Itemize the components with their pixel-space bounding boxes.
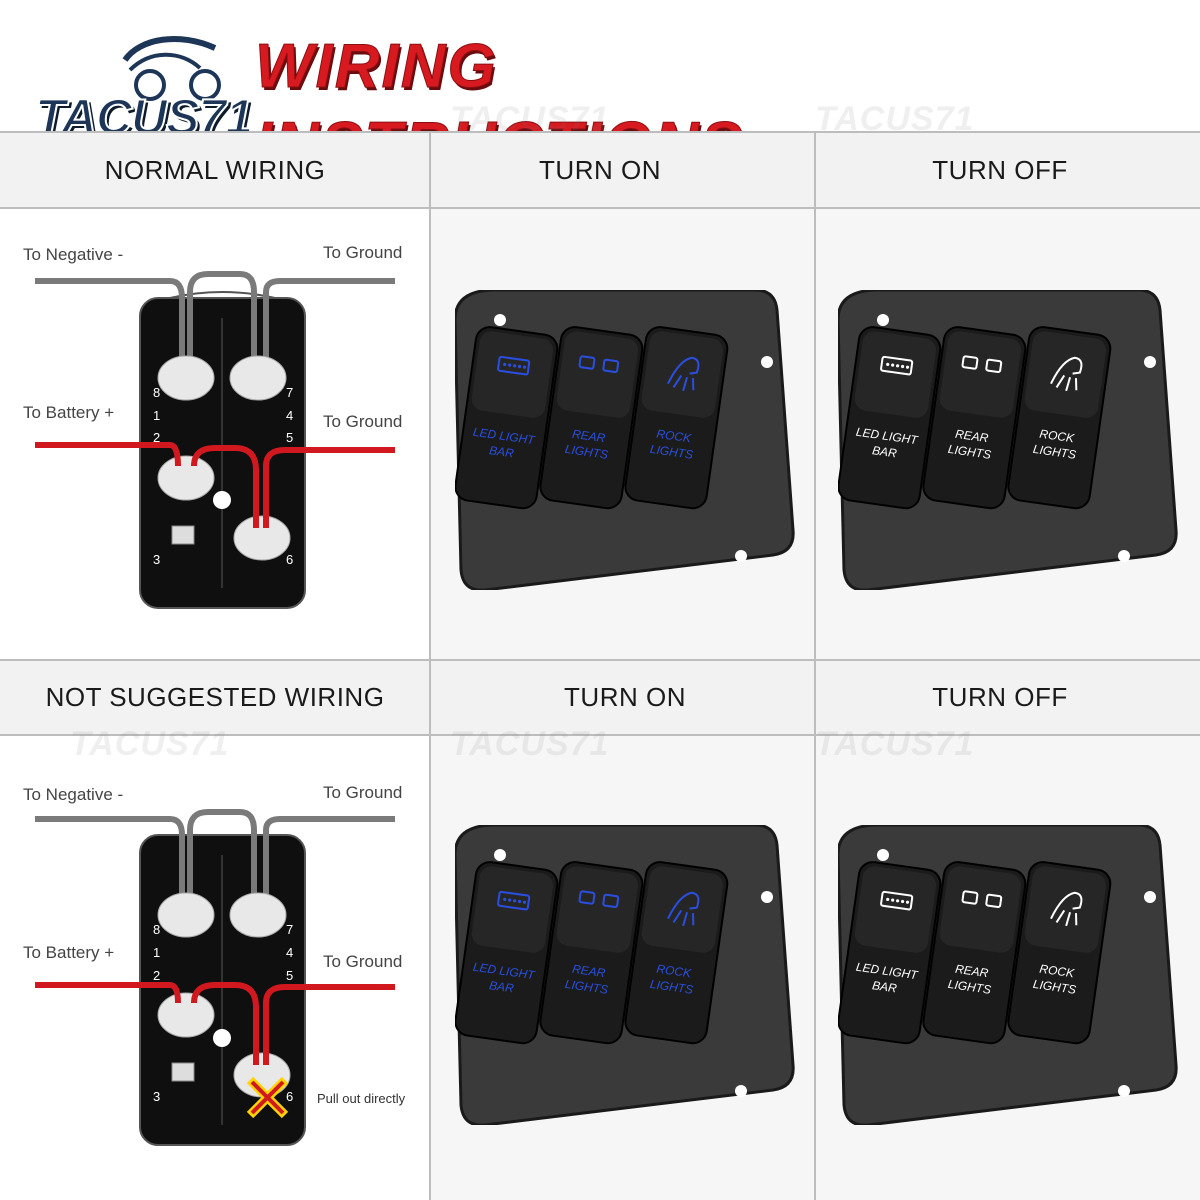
label-to-ground: To Ground: [323, 412, 403, 431]
header-turn-off: TURN OFF: [932, 154, 1068, 185]
watermark: TACUS71: [815, 725, 975, 763]
rocker-switch-panel-image: LED LIGHT BAR REAR LIGHTS ROCK LIGHTS: [836, 288, 1178, 592]
header-turn-on: TURN ON: [539, 154, 661, 185]
svg-text:BAR: BAR: [871, 978, 898, 995]
watermark: TACUS71: [815, 100, 975, 138]
svg-text:ROCK: ROCK: [656, 962, 693, 981]
label-to-negative: To Negative -: [23, 785, 124, 804]
svg-text:ROCK: ROCK: [1039, 427, 1076, 446]
label-to-ground: To Ground: [323, 952, 403, 971]
svg-text:LIGHTS: LIGHTS: [649, 442, 694, 462]
pin-8: 8: [153, 385, 160, 400]
pin-7: 7: [286, 922, 293, 937]
label-to-battery: To Battery +: [23, 403, 115, 422]
pin-2: 2: [153, 430, 160, 445]
svg-text:BAR: BAR: [488, 978, 515, 995]
svg-text:LIGHTS: LIGHTS: [947, 442, 992, 462]
svg-text:LIGHTS: LIGHTS: [564, 442, 609, 462]
label-to-battery: To Battery +: [23, 943, 115, 962]
svg-text:LIGHTS: LIGHTS: [947, 977, 992, 997]
svg-text:BAR: BAR: [488, 443, 515, 460]
pin-3: 3: [153, 552, 160, 567]
header-turn-off: TURN OFF: [932, 682, 1068, 712]
switch-wiring-diagram: 8 7 1 4 2 5 3 6: [35, 271, 395, 609]
svg-text:LIGHTS: LIGHTS: [1032, 442, 1077, 462]
watermark: TACUS71: [70, 725, 230, 763]
rocker-switch-panel-image: LED LIGHT BAR REAR LIGHTS ROCK LIGHTS: [836, 823, 1178, 1127]
svg-text:BAR: BAR: [871, 443, 898, 460]
label-to-ground: To Ground: [323, 243, 403, 262]
pin-8: 8: [153, 922, 160, 937]
svg-text:LIGHTS: LIGHTS: [1032, 977, 1077, 997]
svg-text:REAR: REAR: [571, 427, 606, 446]
watermark: TACUS71: [450, 100, 610, 138]
svg-text:LIGHTS: LIGHTS: [649, 977, 694, 997]
svg-text:ROCK: ROCK: [656, 427, 693, 446]
header-normal-wiring: NORMAL WIRING: [104, 154, 326, 185]
pin-2: 2: [153, 968, 160, 983]
svg-text:REAR: REAR: [954, 427, 989, 446]
switch-wiring-diagram-not-suggested: 8 7 1 4 2 5 3 6: [35, 809, 395, 1146]
x-mark-icon: [246, 1076, 289, 1119]
switch-panel-on-not-suggested: LED LIGHT BAR REAR LIGHTS ROCK LIGHTS: [453, 823, 795, 1130]
svg-text:REAR: REAR: [954, 962, 989, 981]
pin-6: 6: [286, 552, 293, 567]
rocker-switch-panel-image: LED LIGHT BAR REAR LIGHTS ROCK LIGHTS: [453, 823, 795, 1127]
header-turn-on: TURN ON: [564, 682, 686, 712]
svg-text:ROCK: ROCK: [1039, 962, 1076, 981]
watermark: TACUS71: [450, 725, 610, 763]
pin-4: 4: [286, 945, 293, 960]
pin-4: 4: [286, 408, 293, 423]
label-pull-out-directly: Pull out directly: [317, 1091, 406, 1106]
switch-panel-off-normal: LED LIGHT BAR REAR LIGHTS ROCK LIGHTS: [836, 288, 1178, 595]
pin-5: 5: [286, 968, 293, 983]
svg-text:LIGHTS: LIGHTS: [564, 977, 609, 997]
header-not-suggested-wiring: NOT SUGGESTED WIRING: [45, 682, 385, 712]
pin-5: 5: [286, 430, 293, 445]
pin-7: 7: [286, 385, 293, 400]
rocker-switch-panel-image: LED LIGHT BAR REAR LIGHTS ROCK LIGHTS: [453, 288, 795, 592]
svg-text:REAR: REAR: [571, 962, 606, 981]
pin-3: 3: [153, 1089, 160, 1104]
switch-panel-on-normal: LED LIGHT BAR REAR LIGHTS ROCK LIGHTS: [453, 288, 795, 595]
label-to-negative: To Negative -: [23, 245, 124, 264]
pin-1: 1: [153, 408, 160, 423]
pin-1: 1: [153, 945, 160, 960]
label-to-ground: To Ground: [323, 783, 403, 802]
pin-6: 6: [286, 1089, 293, 1104]
switch-panel-off-not-suggested: LED LIGHT BAR REAR LIGHTS ROCK LIGHTS: [836, 823, 1178, 1130]
